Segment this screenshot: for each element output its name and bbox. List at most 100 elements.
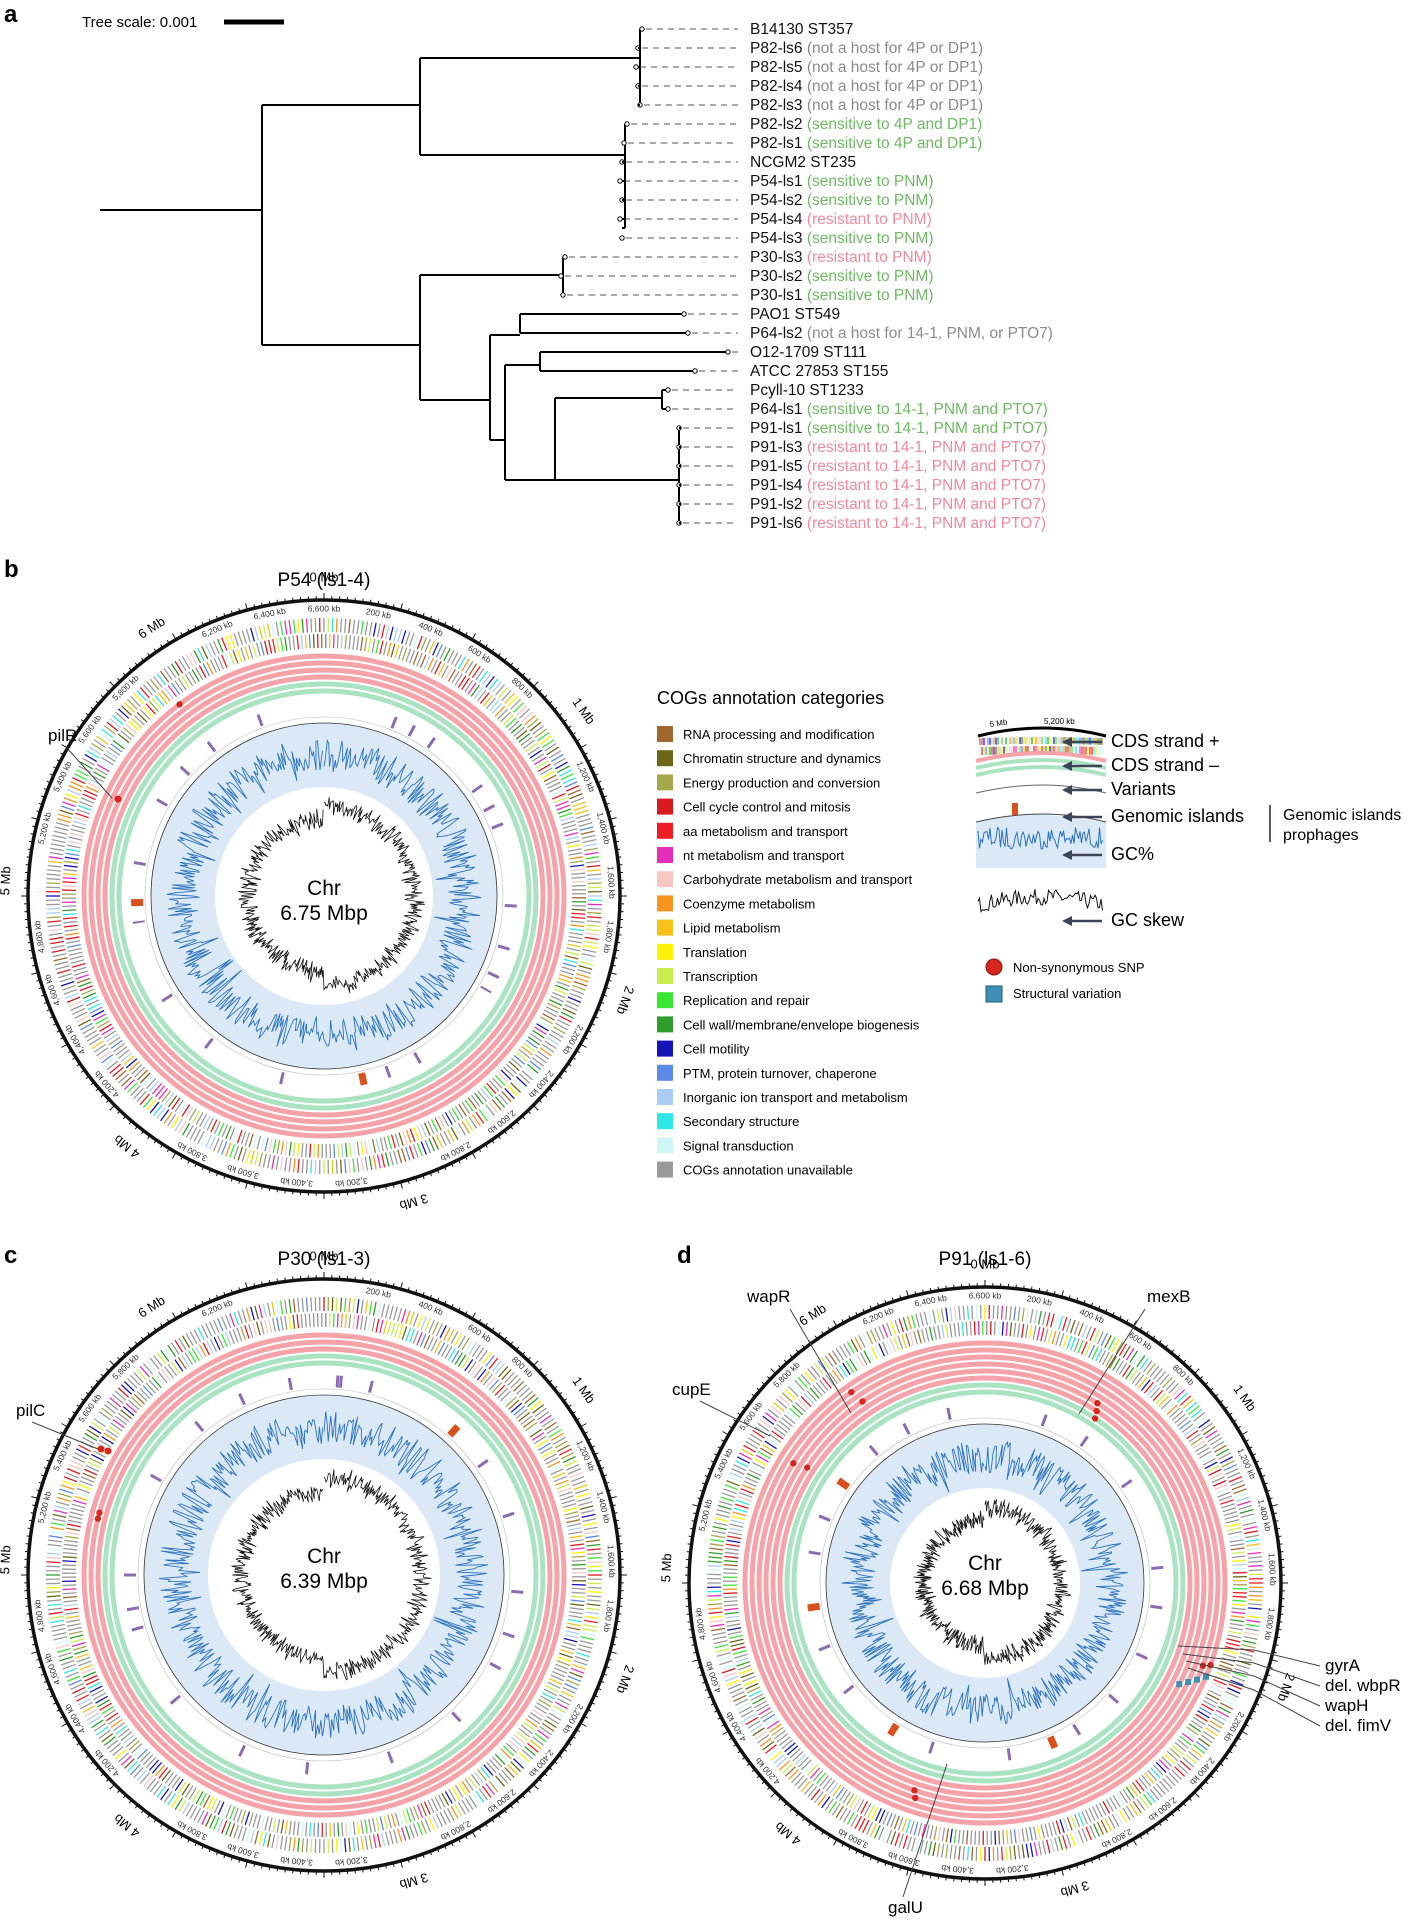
tree-leaf-label: P30-ls3 (resistant to PNM) — [750, 249, 932, 266]
kb-label: 3,200 kb — [334, 1176, 368, 1189]
tree-leaf-label: P54-ls4 (resistant to PNM) — [750, 211, 932, 228]
cog-label: PTM, protein turnover, chaperone — [683, 1066, 877, 1081]
gene-label-del-wbpR: del. wbpR — [1325, 1676, 1401, 1695]
track-label-gc-skew: GC skew — [1111, 910, 1185, 930]
cog-swatch — [657, 1137, 673, 1153]
track-label-gc-percent: GC% — [1111, 844, 1154, 864]
mb-label: 1 Mb — [1230, 1382, 1259, 1414]
cog-label: Signal transduction — [683, 1138, 794, 1153]
snp-marker — [790, 1460, 796, 1466]
gene-label-cupE: cupE — [672, 1380, 711, 1399]
mb-label: 3 Mb — [398, 1191, 430, 1214]
snp-marker — [176, 701, 182, 707]
mb-label: 6 Mb — [135, 613, 167, 641]
cog-swatch — [657, 799, 673, 815]
snp-marker — [1200, 1663, 1206, 1669]
kb-label: 6,600 kb — [308, 603, 341, 613]
mb-label: 4 Mb — [111, 1811, 143, 1841]
sv-marker — [1194, 1677, 1200, 1683]
track-label-genomic-islands: Genomic islands — [1111, 806, 1244, 826]
tree-leaf-label: Pcyll-10 ST1233 — [750, 382, 864, 399]
center-size-p91: 6.68 Mbp — [941, 1577, 1029, 1600]
cog-legend: COGs annotation categories RNA processin… — [657, 688, 920, 1178]
cog-label: Transcription — [683, 969, 758, 984]
kb-label: 800 kb — [510, 675, 536, 700]
kb-label: 800 kb — [1171, 1362, 1197, 1387]
tree-leaf-label: B14130 ST357 — [750, 21, 853, 38]
cog-swatch — [657, 750, 673, 766]
tree-leaf-label: P30-ls2 (sensitive to PNM) — [750, 268, 933, 285]
cog-label: RNA processing and modification — [683, 727, 875, 742]
cog-swatch — [657, 847, 673, 863]
track-label-cds-plus: CDS strand + — [1111, 731, 1220, 751]
mark-label-sv: Structural variation — [1013, 986, 1121, 1001]
tree-leaf-label: P82-ls2 (sensitive to 4P and DP1) — [750, 116, 982, 133]
mb-label: 6 Mb — [135, 1292, 167, 1320]
snp-marker — [1093, 1408, 1099, 1414]
tree-leaf-label: ATCC 27853 ST155 — [750, 363, 888, 380]
panel-letter-d: d — [677, 1242, 692, 1269]
mb-label: 6 Mb — [796, 1300, 828, 1328]
inset-gc-skew-trace — [978, 889, 1103, 912]
snp-marker — [911, 1787, 917, 1793]
bracket-label-genomic-islands: Genomic islands — [1283, 807, 1401, 824]
center-label-chr-p91: Chr — [968, 1552, 1002, 1575]
cog-label: Cell motility — [683, 1042, 750, 1057]
cog-swatch — [657, 774, 673, 790]
kb-label: 3,400 kb — [941, 1863, 975, 1876]
track-legend: 5 Mb 5,200 kb CDS strand + CDS strand – … — [976, 717, 1401, 1002]
tree-leaf-label: P64-ls2 (not a host for 14-1, PNM, or PT… — [750, 325, 1053, 342]
tree-leaf-label: P91-ls2 (resistant to 14-1, PNM and PTO7… — [750, 496, 1046, 513]
cog-swatch — [657, 823, 673, 839]
mb-label: 1 Mb — [569, 695, 598, 727]
gene-label-galU: galU — [888, 1898, 923, 1917]
mb-label: 3 Mb — [398, 1870, 430, 1893]
center-size-p54: 6.75 Mbp — [280, 902, 368, 925]
track-label-cds-minus: CDS strand – — [1111, 755, 1219, 775]
tree-branches — [100, 27, 738, 525]
tree-leaf-label: P54-ls2 (sensitive to PNM) — [750, 192, 933, 209]
gene-label-pilR: pilR — [48, 726, 77, 745]
cog-swatch — [657, 1065, 673, 1081]
cog-label: nt metabolism and transport — [683, 848, 845, 863]
cog-swatch — [657, 895, 673, 911]
cog-label: Cell cycle control and mitosis — [683, 800, 851, 815]
mb-label: 2 Mb — [614, 1663, 638, 1695]
panel-letter-c: c — [4, 1242, 17, 1269]
tree-leaf-label: O12-1709 ST111 — [750, 344, 867, 361]
cog-swatch — [657, 726, 673, 742]
bracket-label-prophages: prophages — [1283, 827, 1359, 844]
inset-label-5mb: 5 Mb — [989, 718, 1008, 729]
cog-swatch — [657, 968, 673, 984]
kb-label: 800 kb — [510, 1354, 536, 1379]
gene-label-gyrA: gyrA — [1325, 1656, 1361, 1675]
kb-label: 3,400 kb — [280, 1855, 314, 1868]
mb-label: 1 Mb — [569, 1374, 598, 1406]
tree-leaf-label: P91-ls1 (sensitive to 14-1, PNM and PTO7… — [750, 420, 1048, 437]
tree-leaf-label: P82-ls1 (sensitive to 4P and DP1) — [750, 135, 982, 152]
cog-label: Cell wall/membrane/envelope biogenesis — [683, 1017, 920, 1032]
tree-leaf-label: P91-ls5 (resistant to 14-1, PNM and PTO7… — [750, 458, 1046, 475]
snp-marker — [96, 1510, 102, 1516]
kb-label: 3,400 kb — [280, 1176, 314, 1189]
cog-label: Chromatin structure and dynamics — [683, 751, 881, 766]
cog-label: Translation — [683, 945, 747, 960]
tree-leaf-label: P91-ls4 (resistant to 14-1, PNM and PTO7… — [750, 477, 1046, 494]
mark-label-snp: Non-synonymous SNP — [1013, 960, 1145, 975]
panel-letter-a: a — [4, 1, 18, 28]
tree-leaf-label: P82-ls5 (not a host for 4P or DP1) — [750, 59, 983, 76]
genome-title-p54: P54 (ls1-4) — [278, 570, 371, 591]
snp-marker — [848, 1389, 854, 1395]
snp-marker — [859, 1398, 865, 1404]
kb-label: 3,200 kb — [995, 1863, 1029, 1876]
snp-marker — [804, 1464, 810, 1470]
gene-label-pilC: pilC — [16, 1401, 45, 1420]
cog-label: Lipid metabolism — [683, 921, 781, 936]
kb-label: 3,200 kb — [334, 1855, 368, 1868]
mb-label: 4 Mb — [111, 1132, 143, 1162]
snp-marker — [912, 1795, 918, 1801]
snp-marker — [1094, 1400, 1100, 1406]
cog-legend-title: COGs annotation categories — [657, 688, 884, 708]
mb-label: 2 Mb — [614, 984, 638, 1016]
